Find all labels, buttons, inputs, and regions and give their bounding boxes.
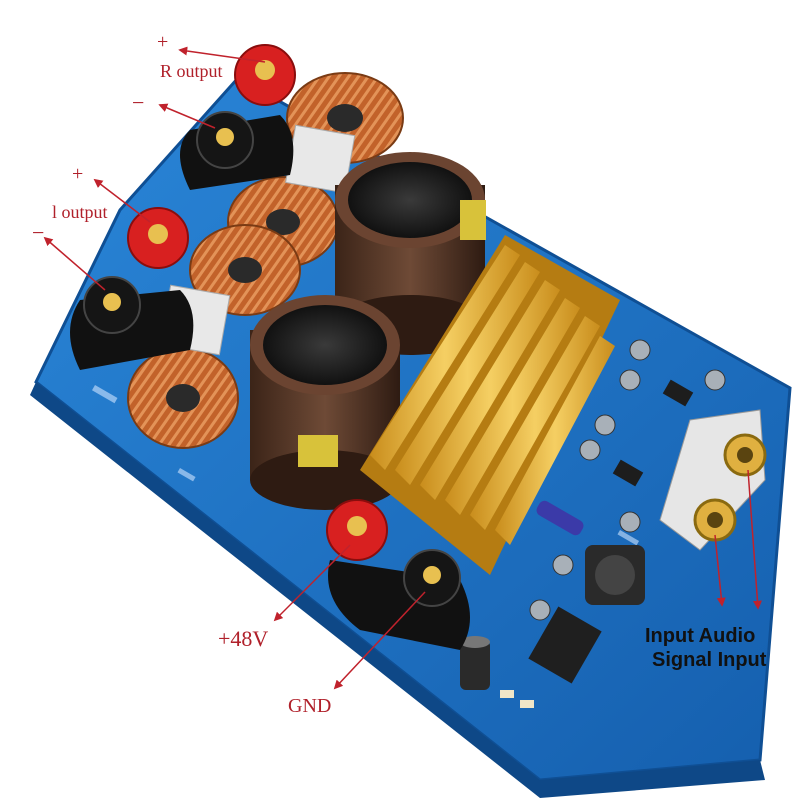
heatsink [360,235,620,575]
r-plus-label: + [157,31,169,53]
speaker-terminals [70,44,470,650]
signal-input-label: Signal Input [652,649,767,671]
r-output-label: R output [160,61,223,81]
l-output-label: l output [52,202,108,222]
annotation-arrows [43,46,762,690]
small-components [460,339,726,708]
l-plus-label: + [72,163,84,185]
rca-input-jacks [659,409,767,551]
input-audio-label: Input Audio [645,625,756,647]
gnd-label: GND [288,695,332,717]
l-minus-label: − [32,220,45,245]
filter-capacitors [250,152,486,510]
r-minus-label: − [132,90,145,115]
inductor-coils [127,72,404,449]
power-48v-label: +48V [218,626,269,651]
